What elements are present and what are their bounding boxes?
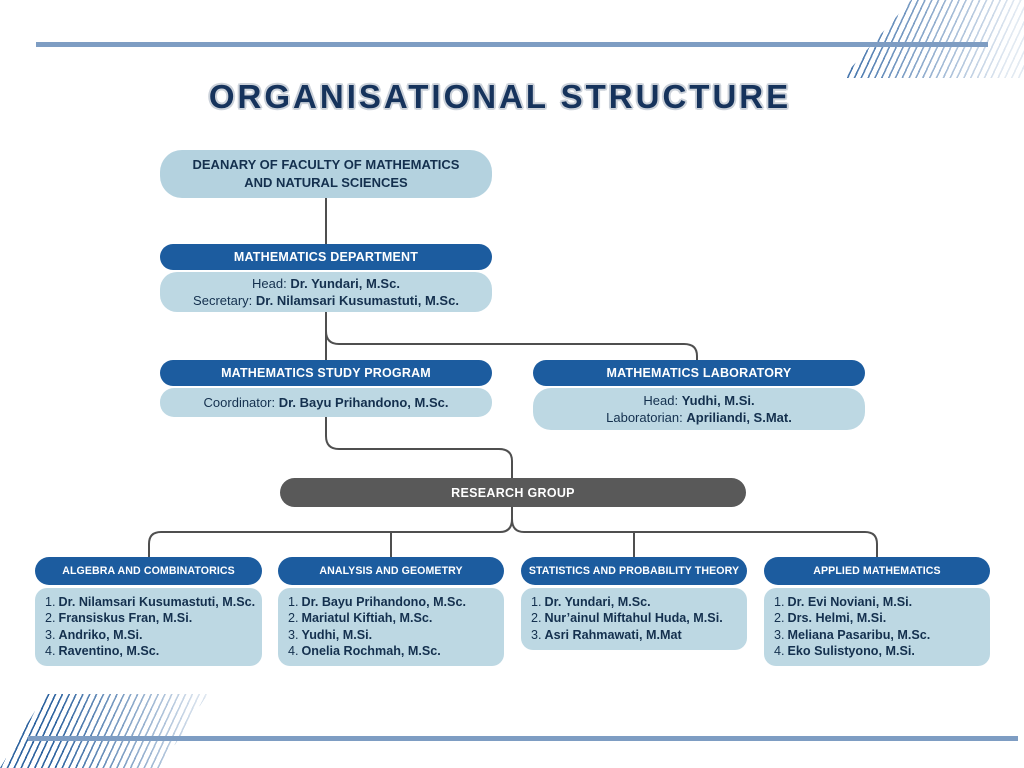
laboratory-info-box: Head: Yudhi, M.Si. Laboratorian: Aprilia… [533,388,865,430]
member-name: Dr. Evi Noviani, M.Si. [787,595,913,609]
member-number: 1. [288,595,299,609]
group-applied-mathematics: APPLIED MATHEMATICS 1. Dr. Evi Noviani, … [764,557,990,667]
member-row: 4. Raventino, M.Sc. [45,643,256,659]
member-name: Fransiskus Fran, M.Si. [58,611,193,626]
group-header: STATISTICS AND PROBABILITY THEORY [521,557,747,585]
member-row: 1. Dr. Nilamsari Kusumastuti, M.Sc. [45,594,256,610]
member-row: 2. Nur’ainul Miftahul Huda, M.Si. [531,610,741,626]
member-number: 4. [45,643,56,658]
member-name: Eko Sulistyono, M.Si. [787,643,915,658]
coordinator-label: Coordinator: [203,395,276,410]
member-name: Meliana Pasaribu, M.Sc. [787,627,931,642]
group-header: APPLIED MATHEMATICS [764,557,990,585]
laboratory-laboratorian-row: Laboratorian: Apriliandi, S.Mat. [606,409,792,426]
head-label: Head: [252,276,287,291]
member-number: 2. [288,611,299,626]
member-row: 2. Fransiskus Fran, M.Si. [45,610,256,626]
group-header: ALGEBRA AND COMBINATORICS [35,557,262,585]
member-number: 1. [45,595,56,609]
department-info-box: Head: Dr. Yundari, M.Sc. Secretary: Dr. … [160,272,492,312]
department-header: MATHEMATICS DEPARTMENT [160,244,492,270]
member-name: Nur’ainul Miftahul Huda, M.Si. [544,611,723,626]
group-member-list: 1. Dr. Nilamsari Kusumastuti, M.Sc. 2. F… [35,588,262,667]
deanary-box: DEANARY OF FACULTY OF MATHEMATICS AND NA… [160,150,492,198]
group-title: STATISTICS AND PROBABILITY THEORY [528,565,740,577]
member-number: 2. [45,611,56,626]
head-name: Dr. Yundari, M.Sc. [290,276,400,291]
member-name: Asri Rahmawati, M.Mat [544,627,682,642]
laboratorian-label: Laboratorian: [606,410,683,425]
member-number: 1. [531,595,542,609]
member-number: 3. [45,627,56,642]
member-row: 1. Dr. Evi Noviani, M.Si. [774,594,984,610]
member-number: 4. [288,643,299,658]
study-program-coordinator-row: Coordinator: Dr. Bayu Prihandono, M.Sc. [204,394,449,411]
member-name: Onelia Rochmah, M.Sc. [301,643,441,658]
member-row: 4. Onelia Rochmah, M.Sc. [288,643,498,659]
secretary-label: Secretary: [193,293,253,308]
member-number: 4. [774,643,785,658]
group-algebra-and-combinatorics: ALGEBRA AND COMBINATORICS 1. Dr. Nilamsa… [35,557,262,667]
group-statistics-and-probability-theory: STATISTICS AND PROBABILITY THEORY 1. Dr.… [521,557,747,650]
member-number: 3. [288,627,299,642]
member-number: 1. [774,595,785,609]
group-header: ANALYSIS AND GEOMETRY [278,557,504,585]
member-number: 3. [774,627,785,642]
department-head-row: Head: Dr. Yundari, M.Sc. [252,275,400,292]
member-name: Dr. Yundari, M.Sc. [544,595,651,609]
member-name: Dr. Nilamsari Kusumastuti, M.Sc. [58,595,256,609]
member-name: Mariatul Kiftiah, M.Sc. [301,611,433,626]
member-number: 3. [531,627,542,642]
lab-head-label: Head: [643,393,679,408]
member-row: 3. Andriko, M.Si. [45,627,256,643]
deanary-label: DEANARY OF FACULTY OF MATHEMATICS AND NA… [192,157,460,190]
member-row: 3. Meliana Pasaribu, M.Sc. [774,627,984,643]
study-program-header: MATHEMATICS STUDY PROGRAM [160,360,492,386]
laboratory-header: MATHEMATICS LABORATORY [533,360,865,386]
member-row: 3. Asri Rahmawati, M.Mat [531,627,741,643]
member-number: 2. [531,611,542,626]
member-row: 2. Drs. Helmi, M.Si. [774,610,984,626]
member-name: Andriko, M.Si. [58,627,143,642]
member-name: Yudhi, M.Si. [301,627,373,642]
member-number: 2. [774,611,785,626]
member-row: 3. Yudhi, M.Si. [288,627,498,643]
coordinator-name: Dr. Bayu Prihandono, M.Sc. [278,395,449,410]
research-group-box: RESEARCH GROUP [280,478,746,507]
study-program-info-box: Coordinator: Dr. Bayu Prihandono, M.Sc. [160,388,492,417]
research-group-label: RESEARCH GROUP [451,485,575,500]
member-name: Drs. Helmi, M.Si. [787,611,887,626]
group-member-list: 1. Dr. Evi Noviani, M.Si. 2. Drs. Helmi,… [764,588,990,667]
decorative-stripes-bottom-left [0,694,208,768]
secretary-name: Dr. Nilamsari Kusumastuti, M.Sc. [255,293,459,308]
group-title: ANALYSIS AND GEOMETRY [319,565,463,577]
laboratorian-name: Apriliandi, S.Mat. [686,410,792,425]
member-name: Raventino, M.Sc. [58,643,160,658]
member-row: 2. Mariatul Kiftiah, M.Sc. [288,610,498,626]
page-title: ORGANISATIONAL STRUCTURE [208,78,792,115]
bottom-divider-bar [28,736,1018,741]
department-label: MATHEMATICS DEPARTMENT [233,250,419,264]
laboratory-label: MATHEMATICS LABORATORY [606,366,792,380]
member-name: Dr. Bayu Prihandono, M.Sc. [301,595,466,609]
decorative-stripes-top-right [842,0,1024,78]
department-secretary-row: Secretary: Dr. Nilamsari Kusumastuti, M.… [193,292,459,309]
member-row: 1. Dr. Bayu Prihandono, M.Sc. [288,594,498,610]
group-analysis-and-geometry: ANALYSIS AND GEOMETRY 1. Dr. Bayu Prihan… [278,557,504,667]
member-row: 1. Dr. Yundari, M.Sc. [531,594,741,610]
member-row: 4. Eko Sulistyono, M.Si. [774,643,984,659]
group-title: APPLIED MATHEMATICS [813,565,941,577]
group-member-list: 1. Dr. Bayu Prihandono, M.Sc. 2. Mariatu… [278,588,504,667]
laboratory-head-row: Head: Yudhi, M.Si. [643,392,754,409]
group-title: ALGEBRA AND COMBINATORICS [62,565,235,577]
top-divider-bar [36,42,988,47]
group-member-list: 1. Dr. Yundari, M.Sc. 2. Nur’ainul Mifta… [521,588,747,650]
study-program-label: MATHEMATICS STUDY PROGRAM [221,366,431,380]
lab-head-name: Yudhi, M.Si. [681,393,755,408]
